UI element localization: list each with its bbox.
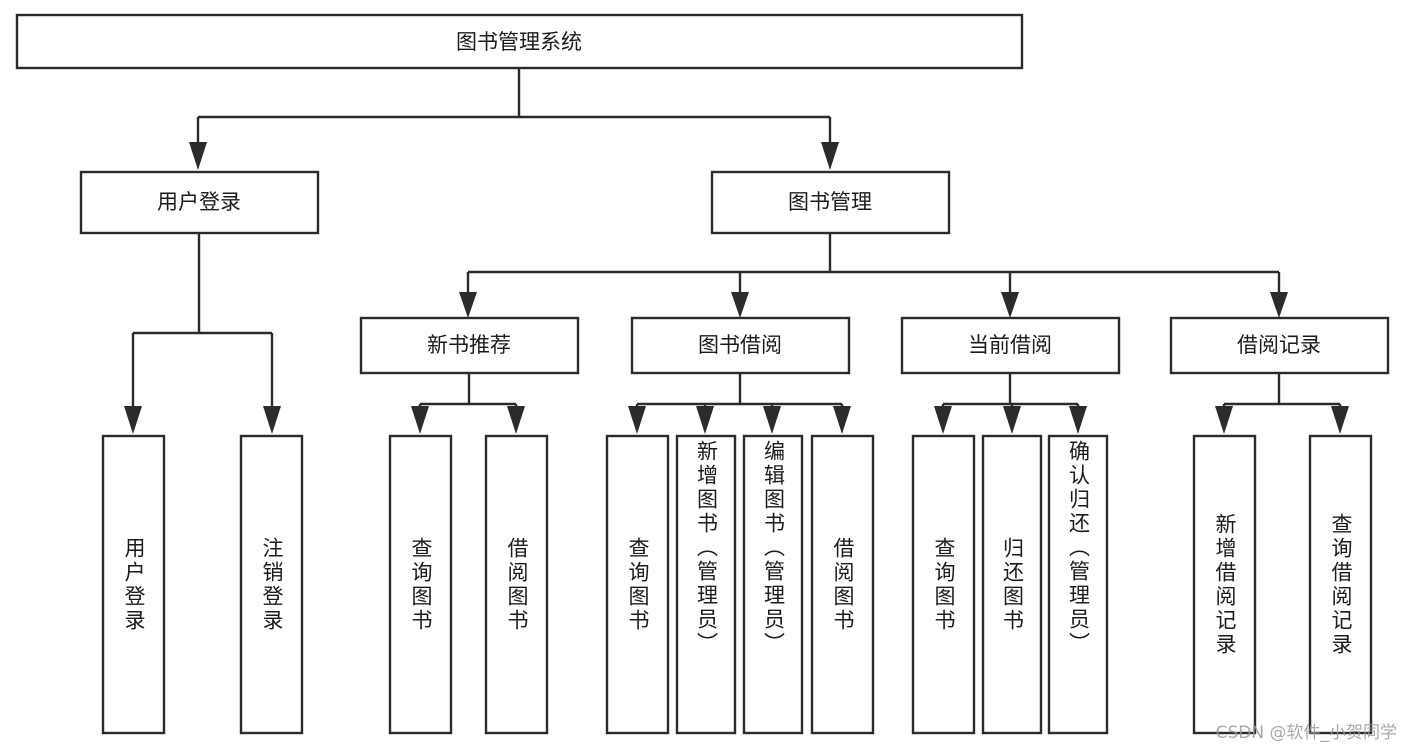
leaf-box-new-book-1[interactable] — [388, 434, 453, 735]
node-current-borrow-label: 当前借阅 — [968, 333, 1052, 357]
arrowhead-current-borrow — [1001, 292, 1019, 318]
node-new-book-recommend[interactable]: 新书推荐 — [359, 316, 580, 375]
leaf-box-current-borrow-1[interactable] — [911, 434, 976, 735]
arrowhead-leaf-current-borrow-1 — [934, 406, 952, 434]
leaf-box-borrow-record-2[interactable] — [1308, 434, 1373, 735]
arrowhead-leaf-book-borrow-1 — [628, 406, 646, 434]
node-user-login-label: 用户登录 — [157, 190, 241, 214]
arrowhead-leaf-user-login-2 — [263, 406, 281, 434]
connector-group-root — [189, 68, 839, 170]
leaf-box-current-borrow-2[interactable] — [981, 434, 1043, 735]
leaf-box-book-borrow-1[interactable] — [605, 434, 670, 735]
connector-group-new-book — [411, 373, 525, 434]
node-book-mgmt-box[interactable] — [710, 170, 951, 235]
arrowhead-leaf-current-borrow-2 — [1003, 406, 1021, 434]
leaf-box-user-login-2[interactable] — [239, 434, 304, 735]
node-book-borrow-box[interactable] — [630, 316, 851, 375]
arrowhead-leaf-current-borrow-3 — [1069, 406, 1087, 434]
node-book-mgmt-label: 图书管理 — [788, 190, 872, 214]
node-root-label: 图书管理系统 — [456, 30, 582, 54]
arrowhead-leaf-book-borrow-2 — [696, 406, 714, 434]
node-current-borrow[interactable]: 当前借阅 — [900, 316, 1121, 375]
node-current-borrow-box[interactable] — [900, 316, 1121, 375]
arrowhead-new-book — [459, 292, 477, 318]
arrowhead-leaf-borrow-record-2 — [1331, 406, 1349, 434]
connector-group-current-borrow — [934, 373, 1087, 434]
arrowhead-leaf-new-book-1 — [411, 406, 429, 434]
node-root-box[interactable] — [15, 13, 1024, 70]
connector-group-user-login — [124, 233, 281, 434]
arrowhead-book-borrow — [731, 292, 749, 318]
node-book-borrow-label: 图书借阅 — [698, 333, 782, 357]
node-borrow-record-label: 借阅记录 — [1237, 333, 1321, 357]
leaf-box-book-borrow-3[interactable] — [742, 434, 804, 735]
leaf-box-borrow-record-1[interactable] — [1192, 434, 1257, 735]
arrowhead-leaf-book-borrow-4 — [833, 406, 851, 434]
connector-group-book-borrow — [628, 373, 851, 434]
node-borrow-record[interactable]: 借阅记录 — [1169, 316, 1390, 375]
arrowhead-user-login — [189, 142, 207, 170]
node-new-book-recommend-box[interactable] — [359, 316, 580, 375]
leaf-box-book-borrow-4[interactable] — [810, 434, 875, 735]
node-new-book-recommend-label: 新书推荐 — [427, 333, 511, 357]
leaf-box-book-borrow-2[interactable] — [675, 434, 737, 735]
node-user-login[interactable]: 用户登录 — [79, 170, 320, 235]
leaf-box-user-login-1[interactable] — [101, 434, 166, 735]
arrowhead-leaf-new-book-2 — [507, 406, 525, 434]
arrowhead-borrow-record — [1270, 292, 1288, 318]
node-borrow-record-box[interactable] — [1169, 316, 1390, 375]
node-book-borrow[interactable]: 图书借阅 — [630, 316, 851, 375]
node-root[interactable]: 图书管理系统 — [15, 13, 1024, 70]
arrowhead-leaf-book-borrow-3 — [763, 406, 781, 434]
leaf-box-current-borrow-3[interactable] — [1047, 434, 1109, 735]
node-book-mgmt[interactable]: 图书管理 — [710, 170, 951, 235]
connector-group-book-mgmt — [459, 233, 1288, 318]
arrowhead-leaf-borrow-record-1 — [1215, 406, 1233, 434]
arrowhead-leaf-user-login-1 — [124, 406, 142, 434]
node-user-login-box[interactable] — [79, 170, 320, 235]
leaf-box-new-book-2[interactable] — [484, 434, 549, 735]
arrowhead-book-mgmt — [821, 142, 839, 170]
connector-group-borrow-record — [1215, 373, 1349, 434]
